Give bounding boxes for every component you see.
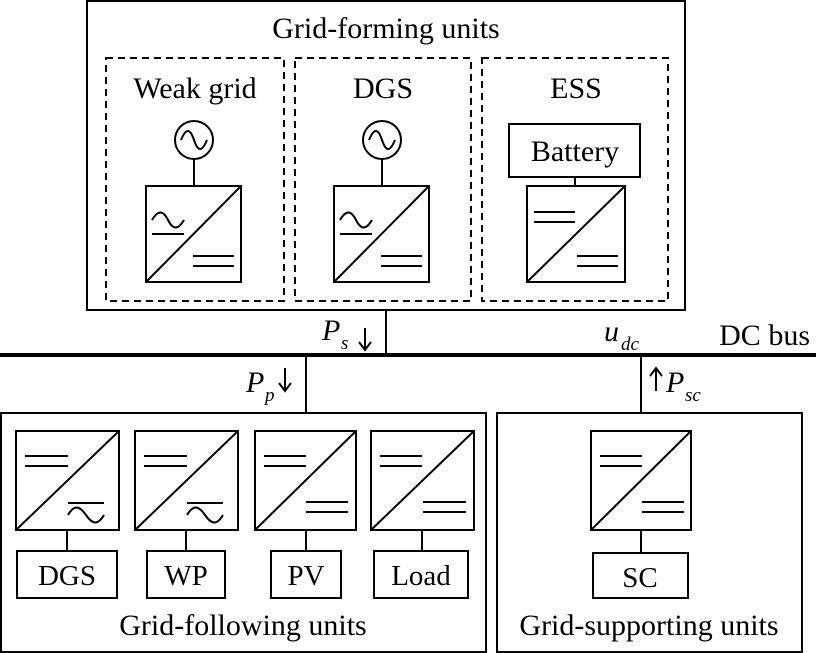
following-wp-label: WP xyxy=(164,560,208,592)
dgs-forming-box xyxy=(294,57,472,302)
pp-subscript: p xyxy=(263,385,275,406)
following-pv-label: PV xyxy=(287,560,324,592)
dc-bus-label: DC bus xyxy=(719,319,810,352)
psc-label: P xyxy=(665,366,684,399)
pp-arrow-icon xyxy=(278,368,292,393)
following-dgs-converter-icon xyxy=(15,430,120,531)
udc-label: u xyxy=(604,315,619,348)
following-wp-box xyxy=(146,550,226,599)
weak-grid-box xyxy=(105,57,285,302)
dgs-forming-converter-icon xyxy=(333,185,430,283)
dgs-forming-label: DGS xyxy=(353,72,413,105)
grid-following-box xyxy=(0,412,487,653)
following-pv-converter-icon xyxy=(254,430,357,531)
supporting-sc-label: SC xyxy=(622,562,657,594)
pp-label: P xyxy=(245,366,264,399)
following-load-converter-icon xyxy=(370,430,475,531)
supporting-sc-box xyxy=(592,552,689,599)
ess-box xyxy=(481,57,669,302)
battery-label: Battery xyxy=(531,135,619,168)
ess-label: ESS xyxy=(550,72,602,105)
psc-subscript: sc xyxy=(685,385,701,406)
following-wp-converter-icon xyxy=(134,430,239,531)
following-dgs-label: DGS xyxy=(38,560,96,592)
ps-label: P xyxy=(321,314,340,347)
following-load-box xyxy=(373,550,469,599)
udc-subscript: dc xyxy=(621,334,640,355)
psc-arrow-icon xyxy=(649,366,663,391)
following-pv-box xyxy=(270,550,342,599)
following-dgs-box xyxy=(16,550,118,599)
supporting-sc-converter-icon xyxy=(590,430,692,531)
grid-supporting-box xyxy=(496,412,803,653)
ps-arrow-icon xyxy=(358,328,372,352)
weak-grid-converter-icon xyxy=(145,185,242,283)
weak-grid-label: Weak grid xyxy=(133,72,256,105)
grid-forming-title: Grid-forming units xyxy=(272,12,499,45)
ps-subscript: s xyxy=(341,333,348,354)
following-load-label: Load xyxy=(391,560,451,592)
grid-supporting-title: Grid-supporting units xyxy=(519,609,778,642)
ess-converter-icon xyxy=(526,185,626,283)
grid-following-title: Grid-following units xyxy=(119,609,367,642)
